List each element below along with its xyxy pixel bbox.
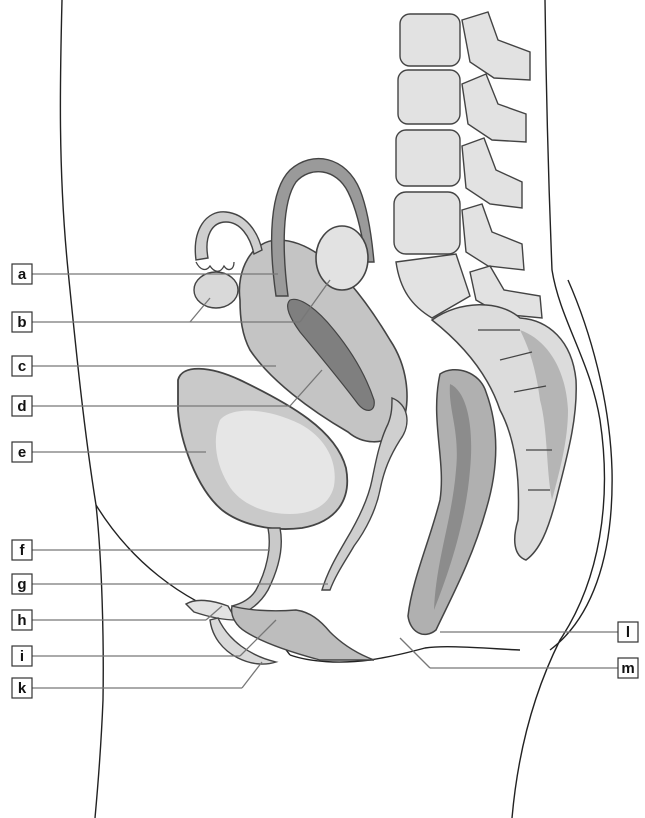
urethra <box>232 528 281 616</box>
vertebra-4 <box>394 192 460 254</box>
label-a: a <box>18 266 27 283</box>
pubic-symphysis <box>186 600 236 620</box>
label-i: i <box>20 648 24 665</box>
label-l: l <box>626 624 630 641</box>
label-c: c <box>18 358 26 375</box>
label-b: b <box>17 314 26 331</box>
fimbriae <box>196 262 234 271</box>
ovary <box>316 226 368 290</box>
spinous-process-2 <box>462 74 526 142</box>
label-m: m <box>621 660 634 677</box>
leader-k-elbow <box>242 662 262 688</box>
label-g: g <box>17 576 26 593</box>
body-outline-front <box>60 0 103 818</box>
lumbar-spine <box>394 12 542 318</box>
labia-minora <box>232 606 374 660</box>
label-k: k <box>18 680 27 697</box>
spinous-process-1 <box>462 12 530 80</box>
vertebra-2 <box>398 70 460 124</box>
vertebra-3 <box>396 130 460 186</box>
spinous-process-4 <box>462 204 524 270</box>
label-h: h <box>17 612 26 629</box>
label-d: d <box>17 398 26 415</box>
label-e: e <box>18 444 26 461</box>
vertebra-1 <box>400 14 460 66</box>
left-ovary <box>194 272 238 308</box>
spinous-process-3 <box>462 138 522 208</box>
